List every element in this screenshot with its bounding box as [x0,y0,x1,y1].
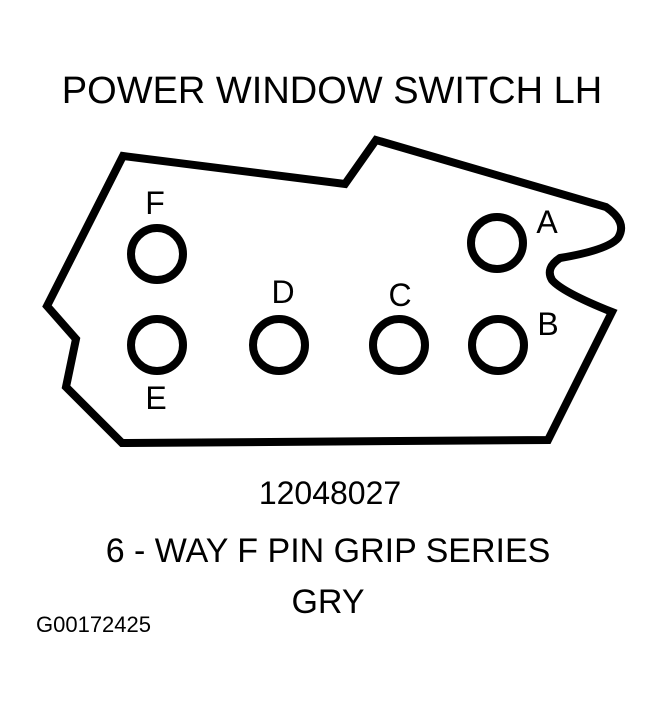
pin-label-e: E [145,380,166,416]
figure-id: G00172425 [36,612,151,637]
pin-b-socket [468,315,528,375]
pin-a-socket [467,213,527,273]
pin-d-socket [249,315,309,375]
connector-outline [42,135,625,448]
part-number: 12048027 [259,475,401,511]
color-code: GRY [291,583,364,621]
pin-label-a: A [536,204,558,240]
diagram-title: POWER WINDOW SWITCH LH [62,70,602,112]
pin-c-socket [369,315,429,375]
connector-description: 6 - WAY F PIN GRIP SERIES [106,532,551,570]
pin-f-socket [127,224,187,284]
pin-label-d: D [271,274,294,310]
pin-e-socket [127,315,187,375]
pin-label-c: C [388,277,411,313]
pin-label-f: F [145,185,165,221]
pin-label-b: B [537,306,558,342]
